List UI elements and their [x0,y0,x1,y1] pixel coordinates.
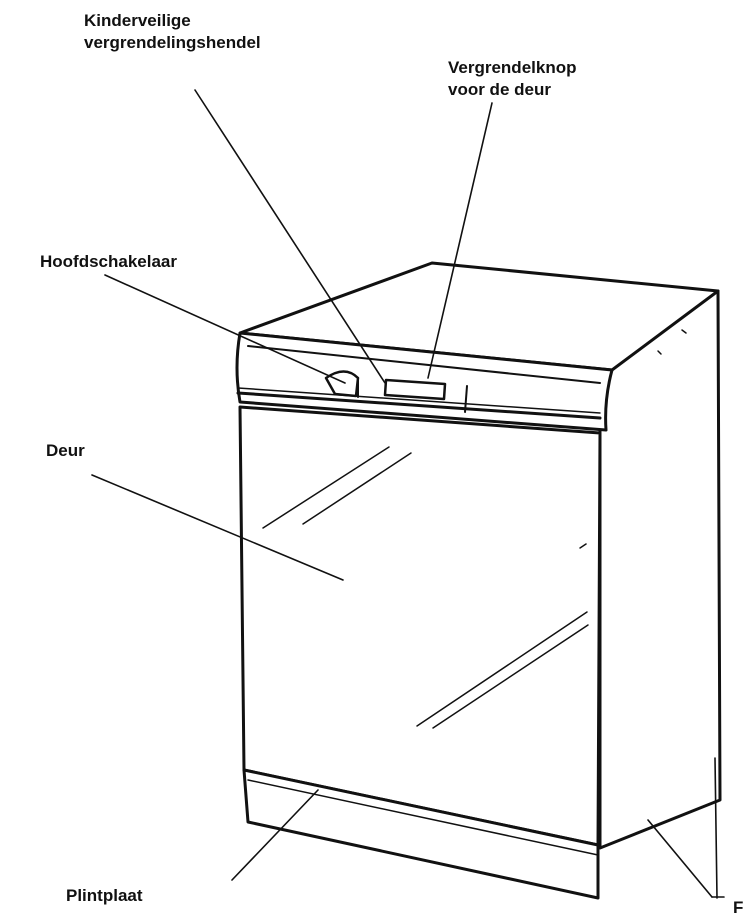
label-door: Deur [46,441,85,460]
label-plinth: Plintplaat [66,886,143,905]
label-child-lock-lever: Kinderveilige vergrendelingshendel [84,10,261,54]
child-lock-handle [383,378,447,401]
label-main-switch: Hoofdschakelaar [40,252,177,271]
leader-door [91,474,344,581]
label-door-lock-button: Vergrendelknop voor de deur [448,57,576,101]
appliance-side-panel [598,289,722,850]
label-door-lock-line2: voor de deur [448,80,551,99]
label-child-lock-line1: Kinderveilige [84,11,191,30]
label-door-lock-line1: Vergrendelknop [448,58,577,77]
label-corner-mark: F [733,898,743,917]
leader-child-lock [194,89,386,384]
plinth-panel [242,768,600,900]
leader-main-switch [104,274,346,384]
leader-plinth [231,789,319,881]
label-child-lock-line2: vergrendelingshendel [84,33,261,52]
leader-door-lock [427,102,493,379]
